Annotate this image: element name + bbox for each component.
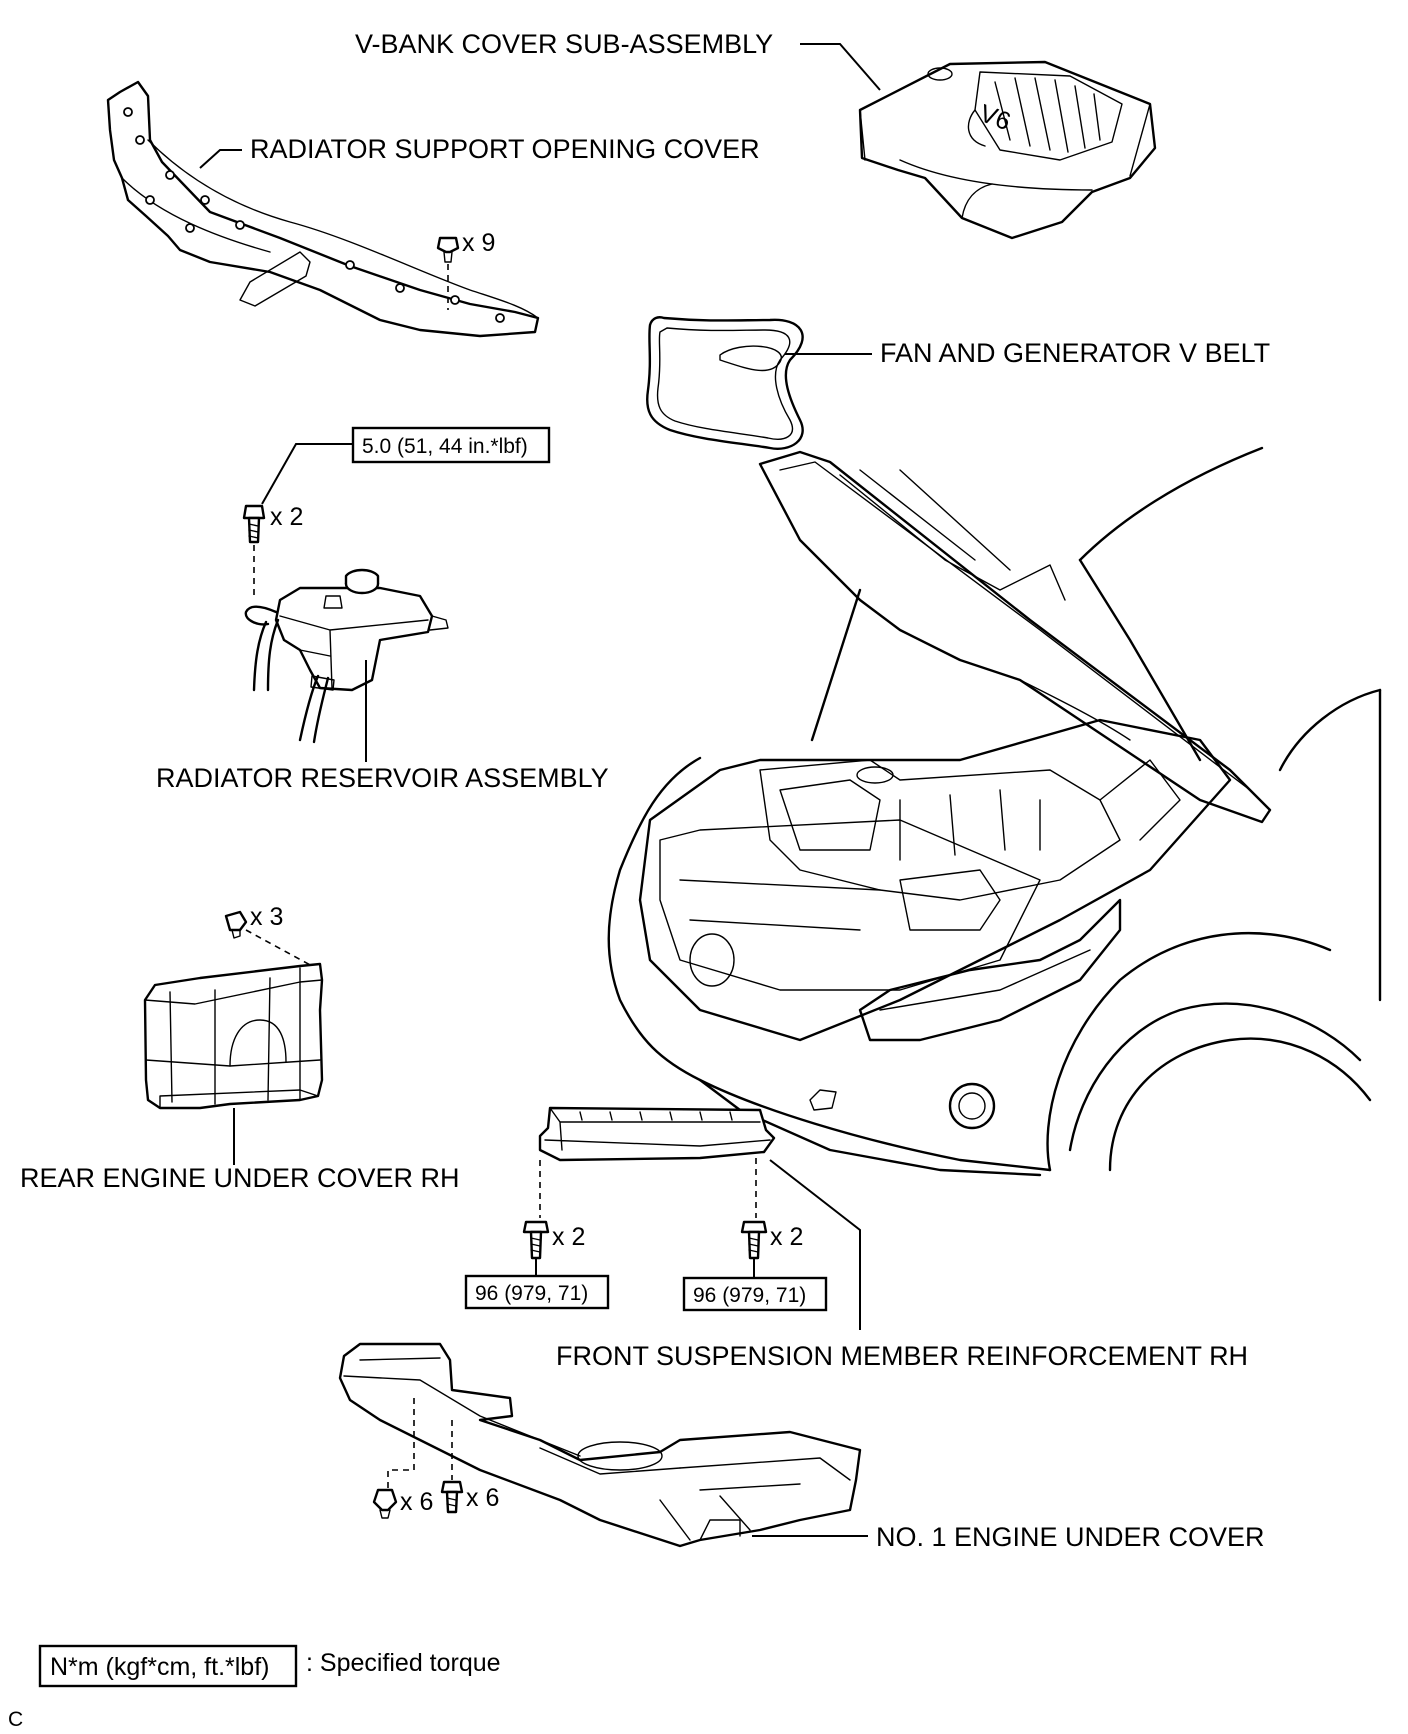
v-bank-cover-illustration: V6	[858, 60, 1157, 240]
rear-under-cover-illustration	[143, 962, 324, 1110]
torque-box-reinf-left	[464, 1274, 610, 1310]
leader-v-bank-cover	[800, 43, 881, 91]
qty-clip-support-cover: x 9	[462, 229, 495, 257]
qty-clip-under-cover-a: x 6	[400, 1488, 433, 1516]
qty-clip-rear-cover: x 3	[250, 903, 283, 931]
legend-description: : Specified torque	[306, 1649, 501, 1677]
label-no1-under-cover: NO. 1 ENGINE UNDER COVER	[876, 1522, 1265, 1552]
no1-under-cover-illustration	[338, 1342, 862, 1548]
label-fan-belt: FAN AND GENERATOR V BELT	[880, 338, 1270, 368]
bolt-icon	[522, 1220, 550, 1260]
bolt-icon	[740, 1220, 768, 1260]
label-radiator-reservoir: RADIATOR RESERVOIR ASSEMBLY	[156, 763, 609, 793]
torque-box-reinf-right	[682, 1276, 828, 1312]
suspension-reinforcement-illustration	[538, 1106, 776, 1162]
legend-box-text: N*m (kgf*cm, ft.*lbf)	[50, 1653, 269, 1681]
radiator-support-cover-illustration	[106, 80, 540, 338]
torque-reinf-right: 96 (979, 71)	[693, 1284, 806, 1307]
clip-icon	[372, 1488, 398, 1519]
label-rear-under-cover: REAR ENGINE UNDER COVER RH	[20, 1163, 460, 1193]
clip-icon	[436, 236, 460, 263]
radiator-reservoir-illustration	[244, 568, 449, 744]
torque-reinf-left: 96 (979, 71)	[475, 1282, 588, 1305]
label-radiator-support-cover: RADIATOR SUPPORT OPENING COVER	[250, 134, 760, 164]
qty-bolt-reinf-left: x 2	[552, 1223, 585, 1251]
leader-radiator-support-cover	[199, 149, 242, 169]
bolt-icon	[242, 504, 266, 544]
clip-icon	[224, 910, 248, 939]
figure-code: C	[8, 1708, 23, 1731]
vehicle-illustration	[607, 446, 1382, 1177]
qty-clip-under-cover-b: x 6	[466, 1484, 499, 1512]
v-belt-illustration	[646, 316, 804, 450]
bolt-icon	[440, 1480, 464, 1514]
label-front-susp-reinf: FRONT SUSPENSION MEMBER REINFORCEMENT RH	[556, 1341, 1248, 1371]
legend-torque-box	[38, 1644, 298, 1688]
qty-bolt-reservoir: x 2	[270, 503, 303, 531]
qty-bolt-reinf-right: x 2	[770, 1223, 803, 1251]
label-v-bank-cover: V-BANK COVER SUB-ASSEMBLY	[355, 29, 773, 59]
torque-reservoir: 5.0 (51, 44 in.*lbf)	[362, 435, 528, 458]
